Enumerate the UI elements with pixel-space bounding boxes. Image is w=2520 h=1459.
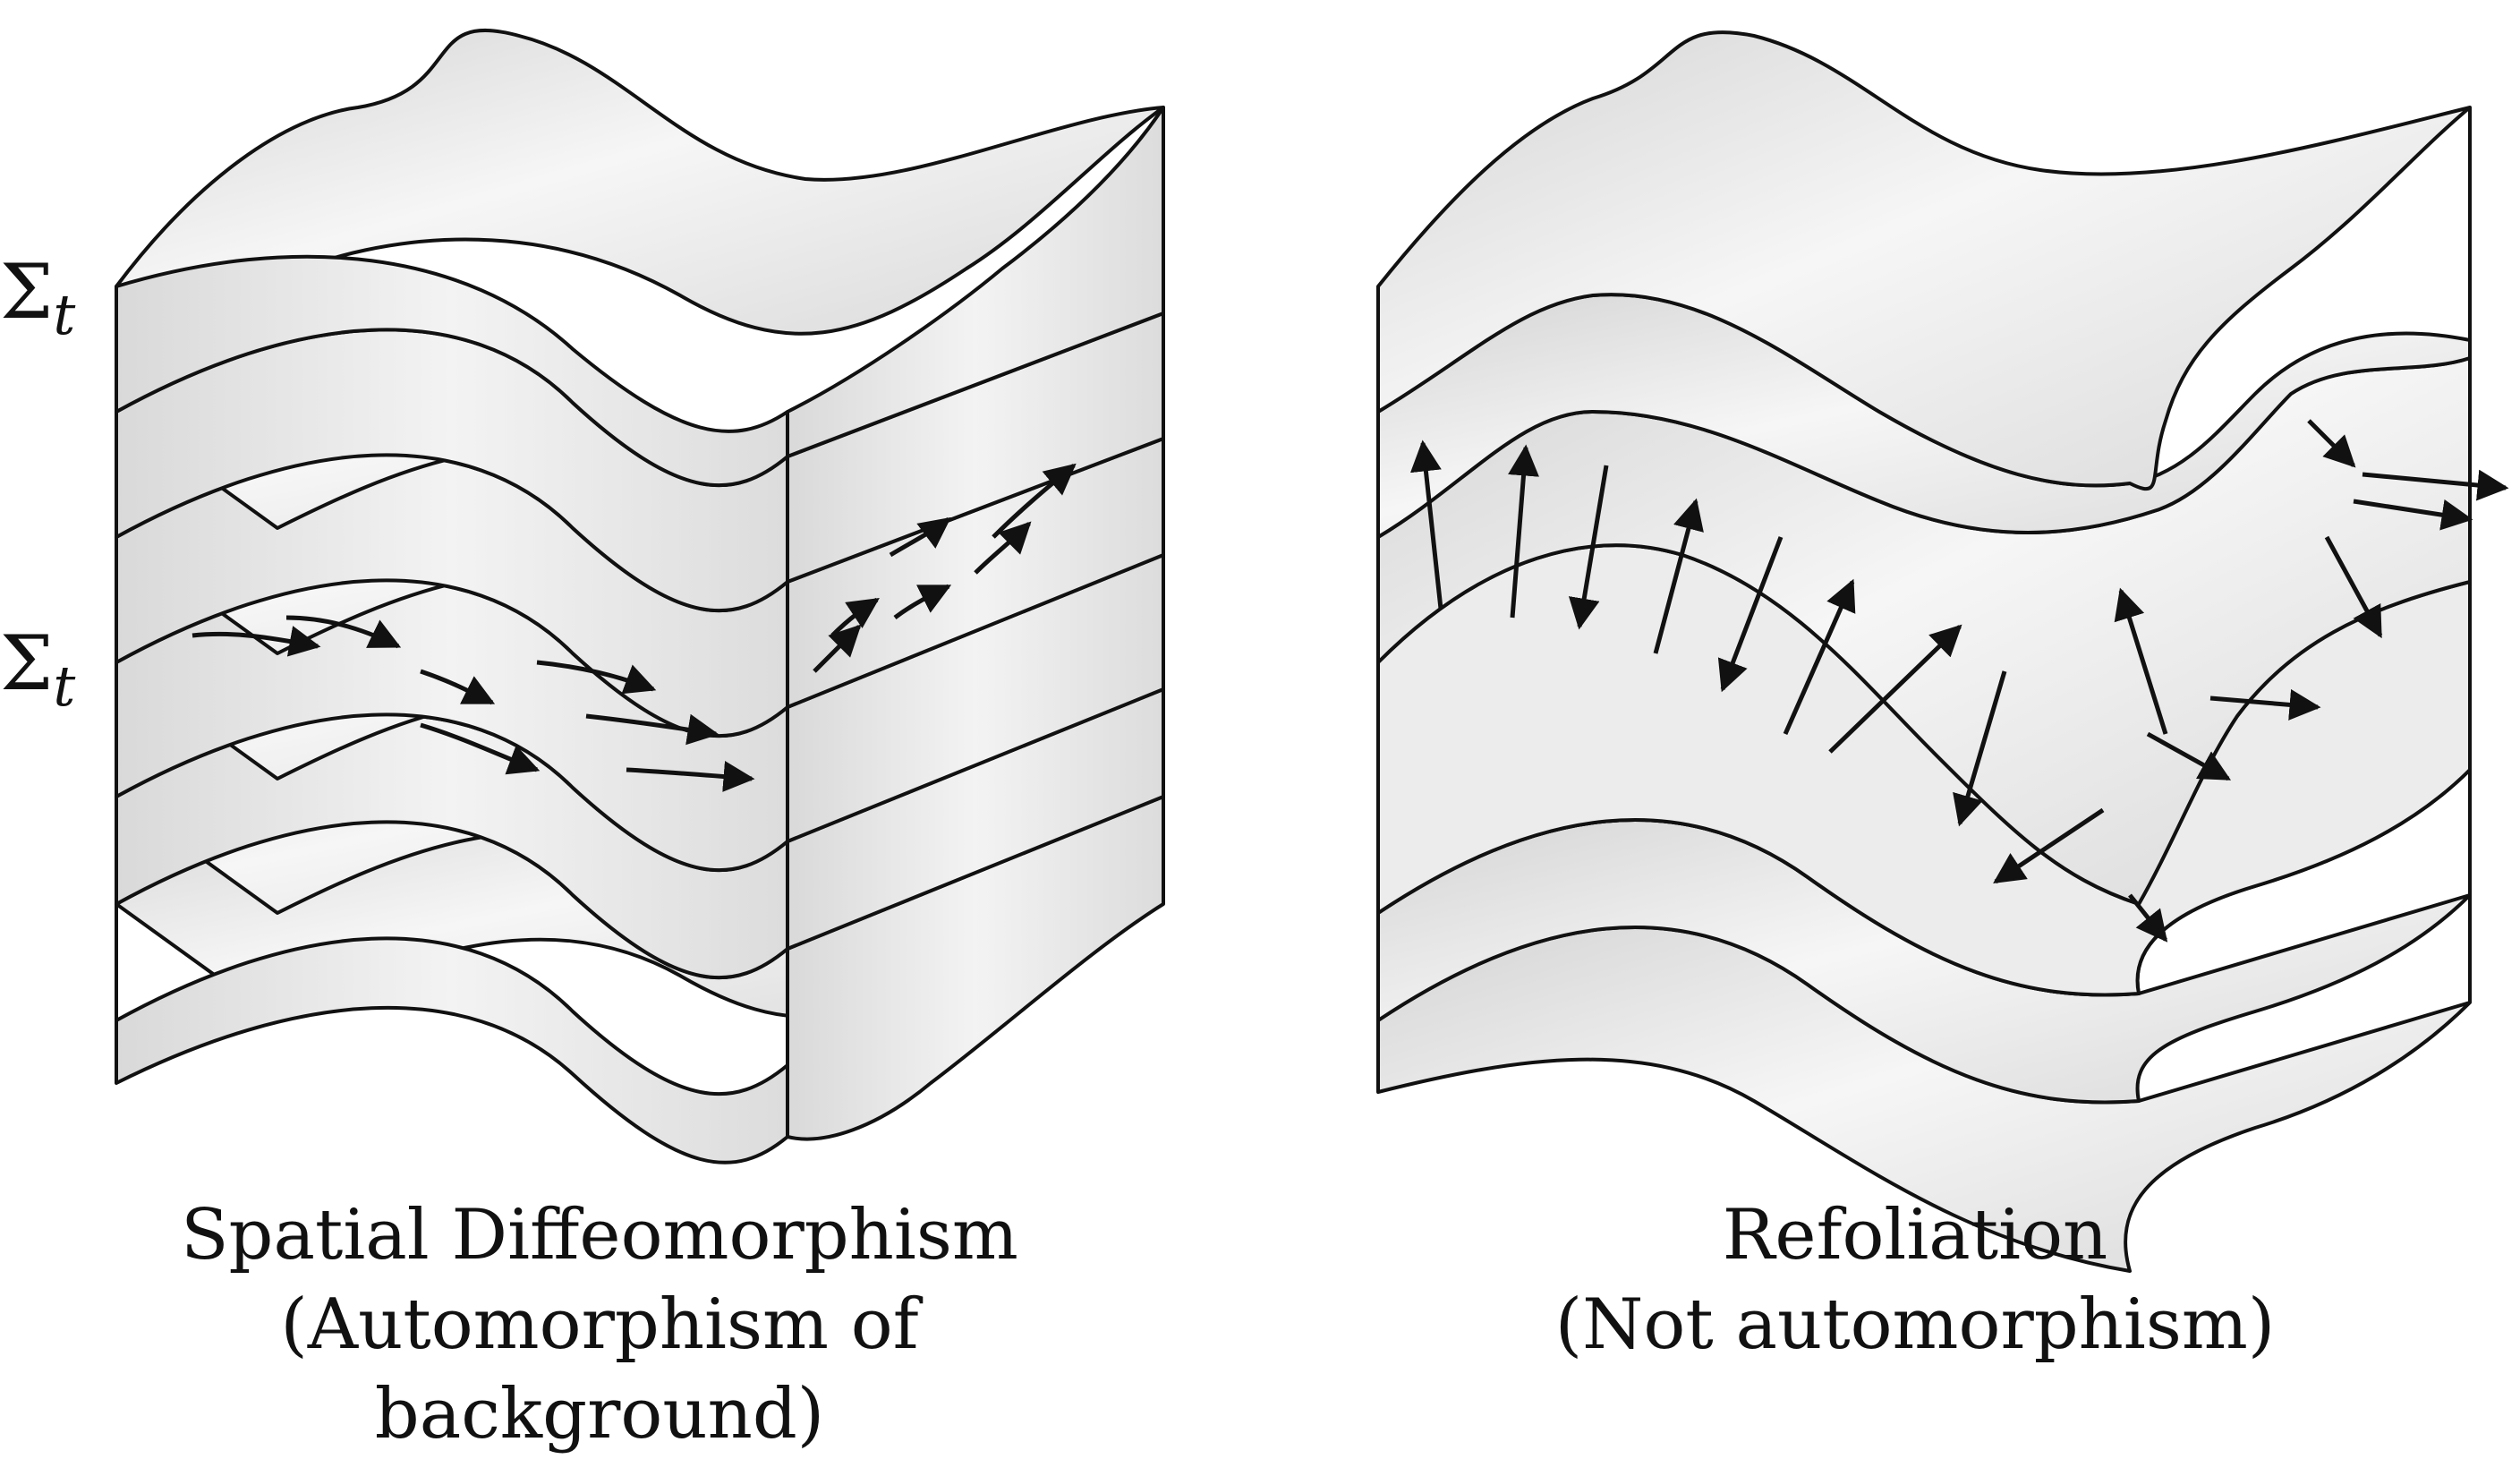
r-arrow-3 — [1568, 465, 1609, 630]
arrow-7 — [626, 761, 755, 792]
right-box-edges — [1376, 107, 2472, 1092]
left-sheet-2 — [115, 311, 1165, 613]
r-arrow-8 — [1953, 670, 2007, 827]
r-arrow-11 — [2209, 688, 2321, 721]
r-arrow-17 — [2128, 893, 2168, 943]
right-panel-refoliation — [1376, 30, 2509, 1273]
right-refoliation-arrows — [1409, 419, 2509, 943]
r-arrow-1 — [1409, 439, 1443, 610]
arrow-6 — [585, 713, 719, 746]
r-arrow-16 — [2307, 419, 2356, 468]
r-arrow-14 — [2362, 469, 2509, 501]
left-caption-line2: (Automorphism of background) — [280, 1284, 919, 1455]
arrow-8 — [813, 624, 862, 673]
sigma-label-middle: Σt — [0, 619, 75, 719]
arrow-11 — [889, 516, 951, 558]
r-arrow-13 — [2324, 535, 2383, 639]
left-box-edges — [115, 107, 1165, 1137]
right-caption-line2: (Not automorphism) — [1554, 1284, 2276, 1365]
arrow-2 — [285, 615, 402, 649]
arrow-10 — [893, 584, 952, 620]
left-caption: Spatial Diffeomorphism (Automorphism of … — [107, 1190, 1092, 1459]
r-arrow-9 — [1993, 807, 2105, 884]
arrow-13 — [992, 463, 1077, 539]
sigma-label-top: Σt — [0, 248, 75, 347]
sigma-labels: Σt Σt — [0, 248, 75, 719]
right-caption-line1: Refoliation — [1722, 1195, 2108, 1276]
r-arrow-7 — [1828, 624, 1962, 754]
r-arrow-6 — [1783, 578, 1856, 736]
left-sheet-top — [115, 29, 1165, 488]
left-caption-line1: Spatial Diffeomorphism — [181, 1195, 1018, 1276]
arrow-9 — [830, 597, 880, 637]
left-flow-arrows — [192, 463, 1077, 792]
arrow-12 — [974, 521, 1032, 575]
r-arrow-2 — [1508, 444, 1539, 619]
right-caption: Refoliation (Not automorphism) — [1423, 1190, 2407, 1369]
left-panel-spatial-diffeomorphism — [115, 29, 1165, 1165]
arrow-3 — [420, 669, 496, 705]
r-arrow-5 — [1717, 536, 1784, 693]
right-sheet-top — [1376, 30, 2472, 491]
arrow-4 — [536, 660, 657, 695]
arrow-5 — [420, 722, 541, 775]
arrow-1 — [192, 626, 321, 657]
r-arrow-10 — [2114, 587, 2168, 735]
foliation-diagram: Σt Σt — [0, 29, 2509, 1273]
r-arrow-12 — [2146, 731, 2232, 781]
r-arrow-4 — [1653, 498, 1704, 654]
r-arrow-15 — [2353, 499, 2473, 531]
